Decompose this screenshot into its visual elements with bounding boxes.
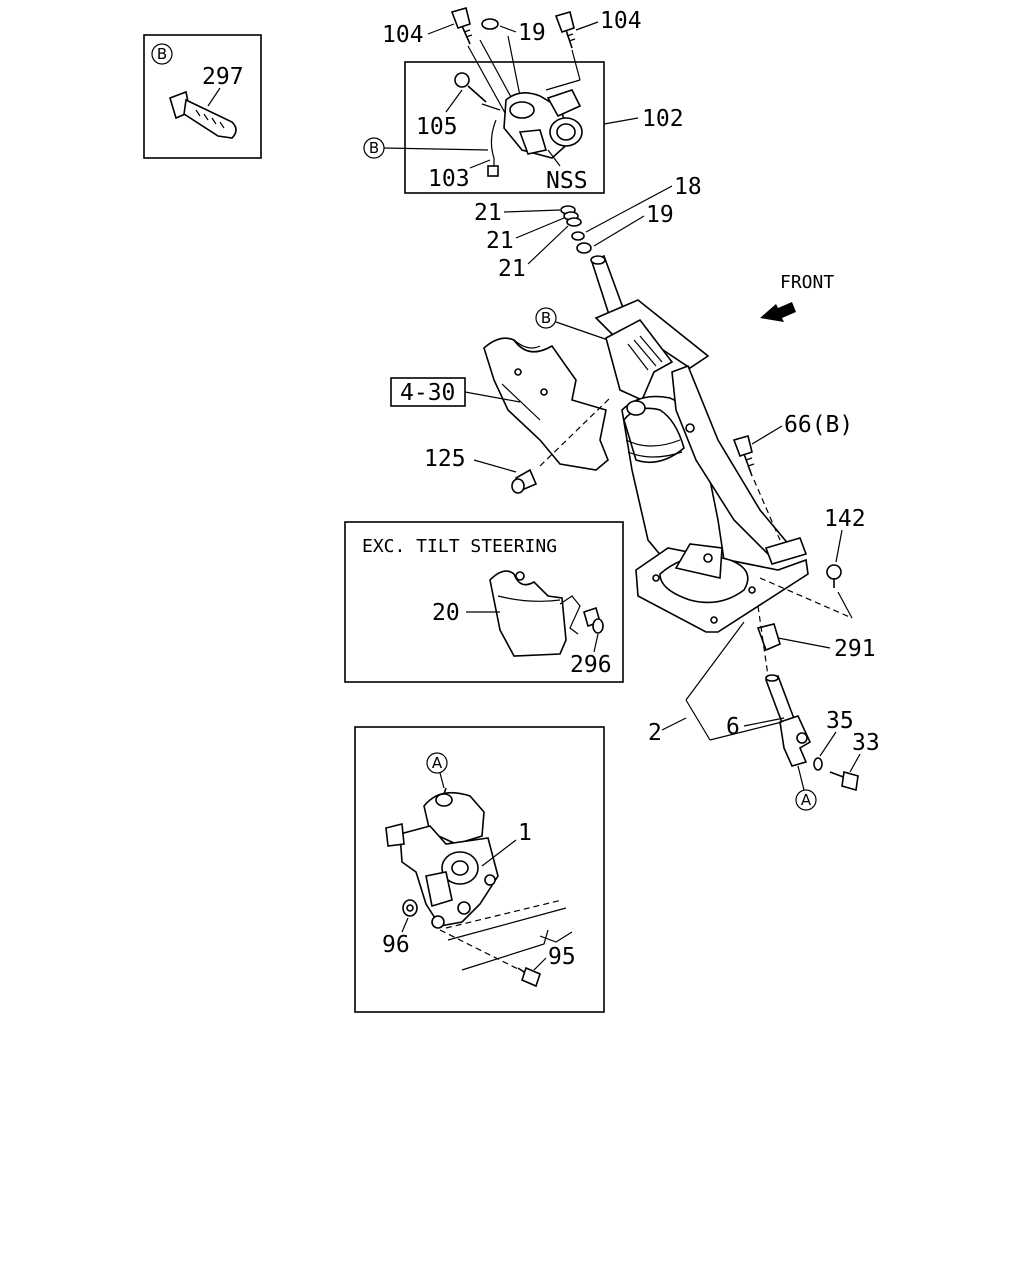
- label-66b: 66(B): [784, 412, 853, 438]
- washer-19: [576, 242, 592, 254]
- label-125: 125: [424, 446, 466, 472]
- screw-105: [454, 72, 487, 103]
- label-21-c: 21: [498, 256, 526, 282]
- column-cover-4-30: [483, 337, 609, 471]
- bolt-104-right: [554, 11, 576, 49]
- label-19: 19: [646, 202, 674, 228]
- snap-ring-35: [813, 757, 823, 771]
- bolt-95: [517, 966, 541, 988]
- label-21-b: 21: [486, 228, 514, 254]
- label-297: 297: [202, 64, 244, 90]
- label-20: 20: [432, 600, 460, 626]
- steering-gear-box-1: [385, 787, 499, 929]
- label-2: 2: [648, 720, 662, 746]
- column-upper-bracket: [594, 299, 710, 402]
- label-33: 33: [852, 730, 880, 756]
- exc-tilt-steering-title: EXC. TILT STEERING: [362, 536, 557, 557]
- clip-125: [511, 468, 538, 494]
- bolt-66b: [732, 435, 755, 477]
- clip-296: [583, 606, 604, 634]
- grommet-291: [756, 623, 781, 652]
- label-102: 102: [642, 106, 684, 132]
- steering-lock-cylinder: [481, 89, 583, 177]
- inset-exc-tilt-steering: EXC. TILT STEERING 20 296: [344, 521, 624, 683]
- label-104-left: 104: [382, 22, 424, 48]
- washer-18: [571, 231, 585, 241]
- inset-gear-box: A 1 96: [354, 726, 605, 1013]
- frame-rail: [445, 899, 573, 971]
- washer-stack-21: [560, 205, 582, 227]
- label-18: 18: [674, 174, 702, 200]
- clip-142: [826, 564, 842, 588]
- bolt-104-left: [450, 7, 473, 45]
- label-19-top: 19: [518, 20, 546, 46]
- label-4-30: 4-30: [400, 380, 455, 406]
- label-nss: NSS: [546, 168, 588, 194]
- label-103: 103: [428, 166, 470, 192]
- circle-ref-b-inset: B: [157, 45, 167, 63]
- label-1: 1: [518, 820, 532, 846]
- front-direction-label: FRONT: [780, 272, 834, 293]
- label-95: 95: [548, 944, 576, 970]
- bolt-33: [829, 770, 859, 792]
- washer-19-top: [481, 18, 499, 30]
- label-291: 291: [834, 636, 876, 662]
- inset-102-box: [404, 61, 605, 194]
- label-6: 6: [726, 714, 740, 740]
- circle-ref-b-wire: B: [369, 139, 379, 157]
- label-142: 142: [824, 506, 866, 532]
- circle-ref-a-gearbox: A: [432, 754, 443, 772]
- label-96: 96: [382, 932, 410, 958]
- column-floor-plate: [635, 537, 809, 633]
- circle-ref-a-joint: A: [801, 791, 812, 809]
- label-296: 296: [570, 652, 612, 678]
- cable-tie-297: [169, 90, 237, 139]
- label-21-a: 21: [474, 200, 502, 226]
- intermediate-shaft-6: [764, 674, 812, 767]
- label-35: 35: [826, 708, 854, 734]
- label-105: 105: [416, 114, 458, 140]
- nut-96: [402, 899, 418, 917]
- circle-ref-b-column: B: [541, 309, 551, 327]
- label-104-right: 104: [600, 8, 642, 34]
- front-arrow-icon: [760, 302, 796, 322]
- inset-b-box: B 297: [143, 34, 262, 159]
